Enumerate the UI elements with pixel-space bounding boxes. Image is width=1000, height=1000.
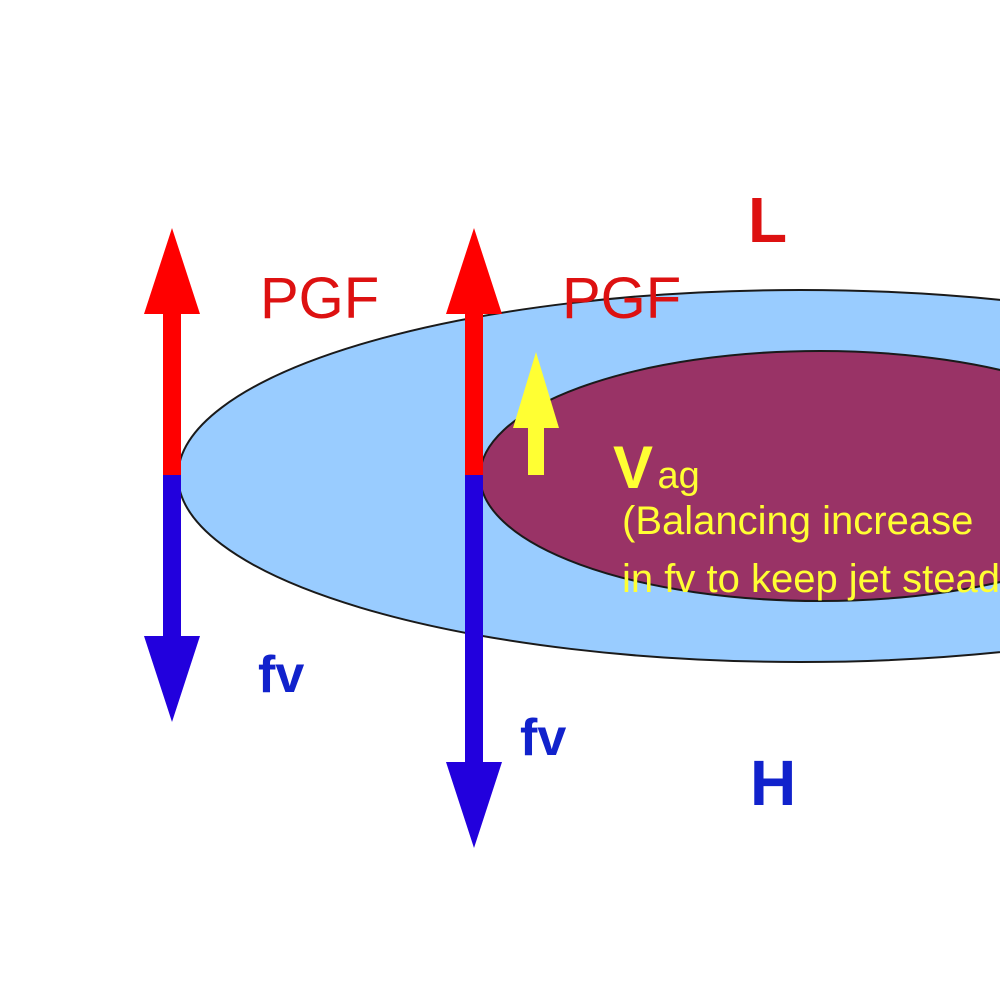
pgf-arrow-icon — [465, 305, 483, 475]
pgf-arrow-icon — [163, 305, 181, 475]
vag-main-label: V — [613, 434, 653, 501]
fv-left-label: fv — [258, 646, 304, 704]
fv-arrow-icon — [163, 475, 181, 645]
vag-arrowhead-icon — [513, 352, 559, 428]
vag-label: V ag — [613, 434, 700, 501]
vag-subscript-label: ag — [657, 455, 699, 497]
note-line-2: in fv to keep jet steady) — [622, 557, 1000, 601]
vag-arrow-icon — [528, 420, 544, 475]
pgf-left-label: PGF — [260, 266, 379, 331]
low-pressure-label: L — [748, 184, 787, 256]
high-pressure-label: H — [750, 747, 796, 819]
fv-arrowhead-icon — [446, 762, 502, 848]
fv-arrowhead-icon — [144, 636, 200, 722]
fv-arrow-icon — [465, 475, 483, 770]
fv-right-label: fv — [520, 709, 566, 767]
pgf-arrowhead-icon — [144, 228, 200, 314]
pgf-right-label: PGF — [562, 266, 681, 331]
pgf-arrowhead-icon — [446, 228, 502, 314]
note-line-1: (Balancing increase — [622, 499, 973, 543]
ageostrophic-arrow — [513, 352, 559, 475]
left-force-pair — [144, 228, 200, 722]
right-force-pair — [446, 228, 502, 848]
